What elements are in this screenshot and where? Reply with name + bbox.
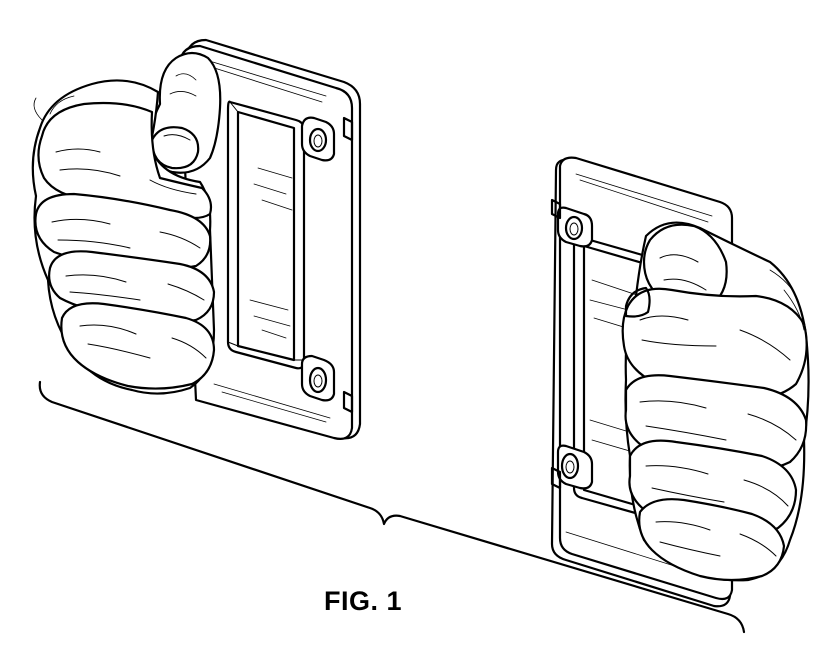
right-top-screw-slot — [556, 206, 594, 248]
figure-label: FIG. 1 — [324, 586, 403, 616]
left-plate-opening — [226, 100, 306, 370]
right-plate-assembly — [550, 156, 810, 608]
left-fist — [31, 51, 222, 395]
left-plate-assembly — [31, 38, 362, 440]
right-fist — [621, 221, 810, 582]
left-top-screw-slot — [300, 116, 336, 162]
grouping-bracket — [38, 380, 746, 634]
left-bottom-screw-slot — [300, 354, 336, 402]
